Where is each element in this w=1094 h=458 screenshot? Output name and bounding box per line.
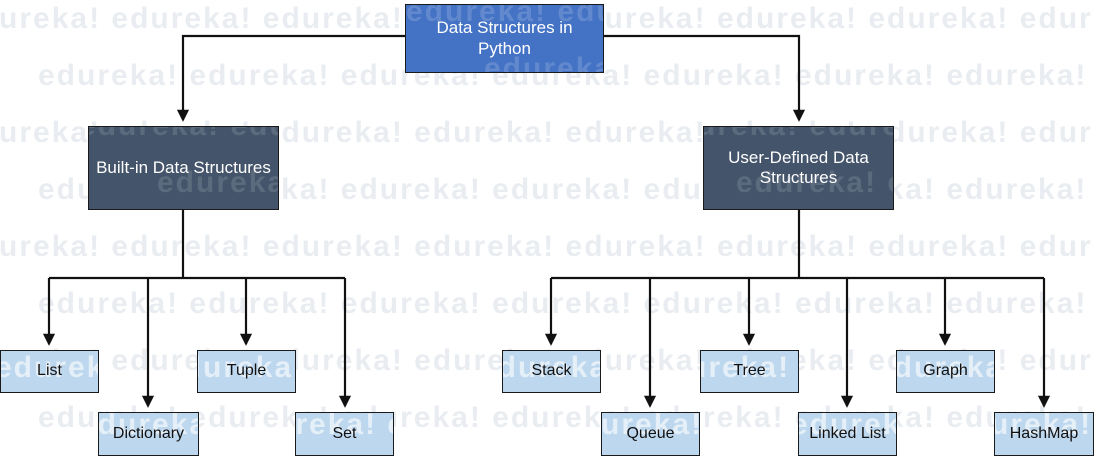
node-list[interactable]: edureka! edureka! edureka! edureka! edur… (0, 350, 99, 393)
node-set[interactable]: edureka! edureka! edureka! edureka! edur… (295, 412, 394, 456)
node-dictionary[interactable]: edureka! edureka! edureka! edureka! edur… (98, 412, 199, 456)
node-builtin-label: Built-in Data Structures (96, 157, 271, 177)
node-user-defined-label: User-Defined Data Structures (728, 147, 869, 187)
node-graph-label: Graph (923, 362, 968, 380)
node-root-label: Data Structures in Python (436, 18, 573, 58)
node-builtin-data-structures[interactable]: edureka! edureka! edureka! edureka! edur… (88, 126, 279, 210)
node-linked-list-label: Linked List (809, 424, 886, 442)
watermark-line: edureka! edureka! edureka! edureka! edur… (89, 127, 278, 154)
watermark-line: edureka! edureka! edureka! edureka! edur… (99, 453, 198, 455)
node-tree[interactable]: edureka! edureka! edureka! edureka! edur… (700, 350, 799, 393)
node-list-label: List (37, 362, 62, 380)
node-tree-label: Tree (733, 362, 766, 380)
edge-root-to-userdefined (604, 34, 806, 122)
node-linked-list[interactable]: edureka! edureka! edureka! edureka! edur… (798, 412, 897, 456)
node-hashmap-label: HashMap (1009, 424, 1079, 442)
node-user-defined-data-structures[interactable]: edureka! edureka! edureka! edureka! edur… (703, 126, 894, 210)
node-tuple-label: Tuple (226, 362, 267, 380)
node-queue[interactable]: edureka! edureka! edureka! edureka! edur… (601, 412, 700, 456)
edge-root-to-builtin (176, 34, 405, 122)
node-tuple[interactable]: edureka! edureka! edureka! edureka! edur… (197, 350, 296, 393)
node-set-label: Set (332, 424, 357, 442)
watermark-line: edureka! edureka! edureka! edureka! edur… (995, 453, 1093, 455)
watermark-line: edureka! edureka! edureka! edureka! edur… (296, 453, 393, 455)
node-root[interactable]: edureka! edureka! edureka! edureka! edur… (405, 4, 604, 73)
node-hashmap[interactable]: edureka! edureka! edureka! edureka! edur… (994, 412, 1094, 456)
watermark-line: edureka! edureka! edureka! edureka! edur… (799, 453, 896, 455)
node-queue-label: Queue (626, 424, 675, 442)
watermark-line: edureka! edureka! edureka! edureka! edur… (602, 453, 699, 455)
node-dictionary-label: Dictionary (112, 424, 185, 442)
node-stack[interactable]: edureka! edureka! edureka! edureka! edur… (502, 350, 601, 393)
node-stack-label: Stack (531, 362, 572, 380)
node-graph[interactable]: edureka! edureka! edureka! edureka! edur… (896, 350, 995, 393)
